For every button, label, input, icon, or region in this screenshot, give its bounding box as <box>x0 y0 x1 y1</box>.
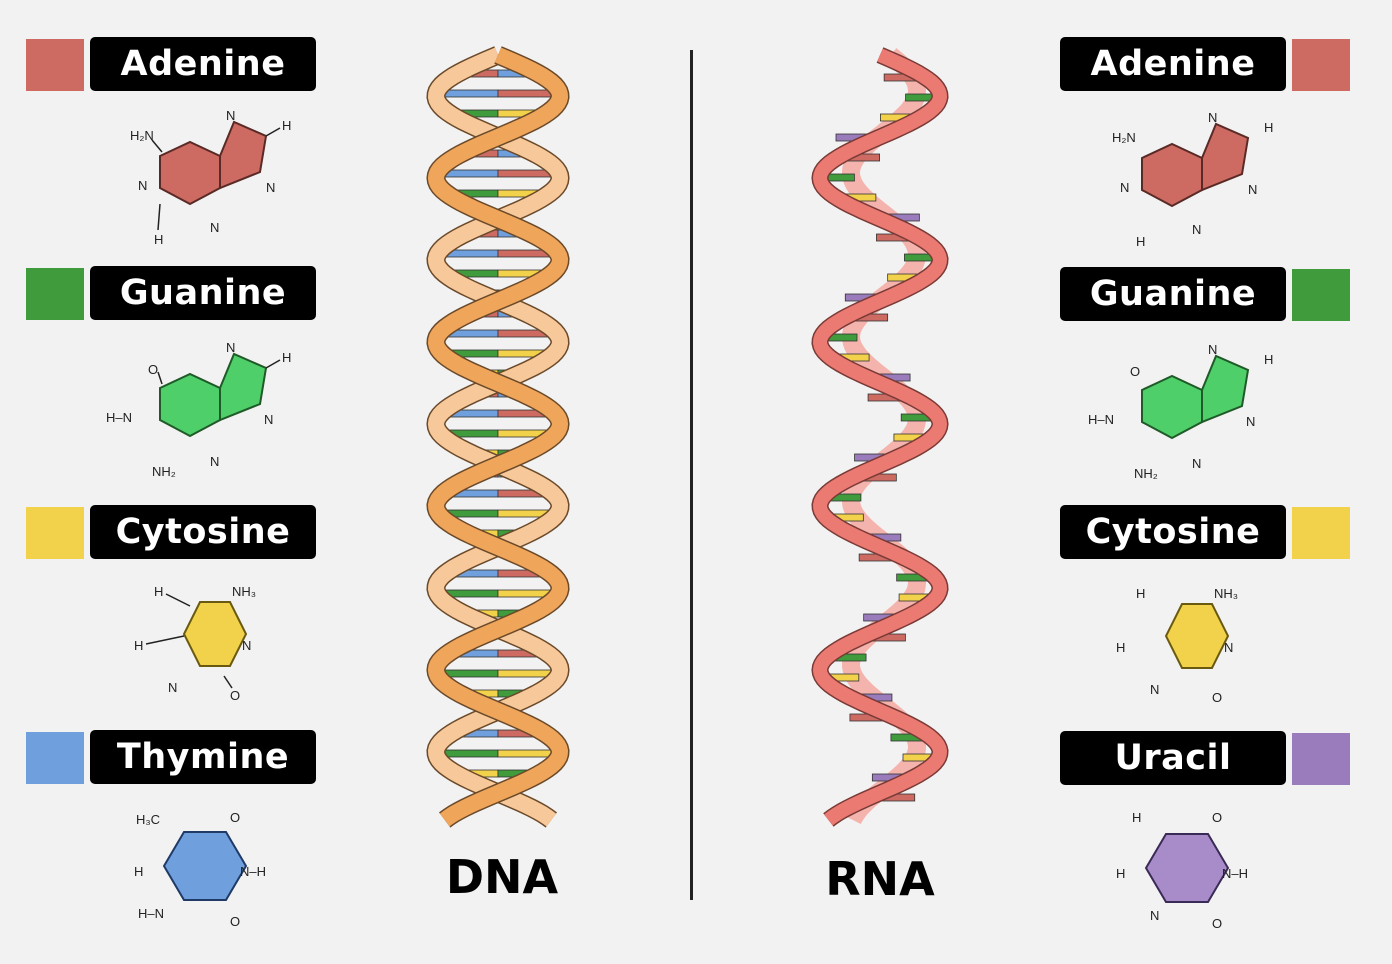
thymine-color-swatch <box>26 732 84 784</box>
atom-label: H <box>1116 640 1125 655</box>
atom-label: O <box>230 914 240 929</box>
atom-label: H₂N <box>130 128 154 143</box>
atom-label: H–N <box>1088 412 1114 427</box>
atom-label: N <box>1150 908 1159 923</box>
dna-cytosine-label: Cytosine <box>90 505 316 559</box>
rna-backbone-strand <box>812 48 948 826</box>
divider-line <box>690 50 693 900</box>
atom-label: H <box>154 232 163 247</box>
guanine-molecule-icon: O N H N H–N N NH₂ <box>106 340 291 479</box>
atom-label: N–H <box>240 864 266 879</box>
atom-label: H <box>282 350 291 365</box>
atom-label: O <box>1212 690 1222 705</box>
atom-label: H <box>282 118 291 133</box>
adenine-molecule-icon: H₂N N H N N N H <box>130 108 291 247</box>
atom-label: H <box>134 638 143 653</box>
rna-title: RNA <box>825 852 935 906</box>
atom-label: H <box>1136 586 1145 601</box>
atom-label: N <box>1208 110 1217 125</box>
guanine-color-swatch <box>26 268 84 320</box>
dna-base-pair <box>441 749 499 758</box>
atom-label: H <box>1116 866 1125 881</box>
atom-label: NH₂ <box>1134 466 1158 481</box>
atom-label: O <box>1130 364 1140 379</box>
rna-guanine-row: Guanine <box>1060 267 1352 323</box>
guanine-color-swatch <box>1292 269 1350 321</box>
atom-label: N <box>210 220 219 235</box>
atom-label: N <box>210 454 219 469</box>
atom-label: H <box>1132 810 1141 825</box>
dna-backbone-strand-back <box>427 47 569 827</box>
atom-label: NH₃ <box>232 584 256 599</box>
dna-adenine-row: Adenine <box>26 37 318 93</box>
dna-adenine-label: Adenine <box>90 37 316 91</box>
cytosine-color-swatch <box>1292 507 1350 559</box>
atom-label: NH₂ <box>152 464 176 479</box>
rna-guanine-label: Guanine <box>1060 267 1286 321</box>
atom-label: O <box>230 688 240 703</box>
atom-label: O <box>1212 810 1222 825</box>
guanine-molecule-icon: O N H N H–N N NH₂ <box>1088 342 1273 481</box>
rna-adenine-row: Adenine <box>1060 37 1352 93</box>
atom-label: H₂N <box>1112 130 1136 145</box>
uracil-molecule-icon: H O H N–H N O <box>1116 810 1248 931</box>
dna-thymine-label: Thymine <box>90 730 316 784</box>
atom-label: N <box>226 340 235 355</box>
atom-label: N <box>1248 182 1257 197</box>
rna-adenine-label: Adenine <box>1060 37 1286 91</box>
dna-base-pair <box>497 169 554 178</box>
dna-thymine-row: Thymine <box>26 730 318 786</box>
atom-label: H₃C <box>136 812 160 827</box>
atom-label: N <box>1246 414 1255 429</box>
atom-label: N <box>1120 180 1129 195</box>
dna-base-pair <box>442 89 499 98</box>
rna-cytosine-row: Cytosine <box>1060 505 1352 561</box>
dna-base-pair <box>442 169 499 178</box>
atom-label: N <box>242 638 251 653</box>
atom-label: N <box>168 680 177 695</box>
adenine-molecule-icon: H₂N N H N N N H <box>1112 110 1273 249</box>
atom-label: O <box>1212 916 1222 931</box>
cytosine-molecule-icon: H NH₃ H N N O <box>134 584 256 703</box>
dna-guanine-row: Guanine <box>26 266 318 322</box>
atom-label: N <box>1208 342 1217 357</box>
atom-label: H <box>1264 120 1273 135</box>
atom-label: N <box>1150 682 1159 697</box>
atom-label: N <box>1192 456 1201 471</box>
adenine-color-swatch <box>26 39 84 91</box>
atom-label: N–H <box>1222 866 1248 881</box>
atom-label: H–N <box>138 906 164 921</box>
dna-base-pair <box>497 669 554 678</box>
dna-base-pair <box>497 749 555 758</box>
rna-uracil-row: Uracil <box>1060 731 1352 787</box>
dna-cytosine-row: Cytosine <box>26 505 318 561</box>
atom-label: O <box>148 362 158 377</box>
atom-label: N <box>1192 222 1201 237</box>
atom-label: H <box>1136 234 1145 249</box>
dna-guanine-label: Guanine <box>90 266 316 320</box>
dna-base-pair <box>442 669 499 678</box>
atom-label: H <box>154 584 163 599</box>
dna-title: DNA <box>445 850 559 904</box>
atom-label: H–N <box>106 410 132 425</box>
atom-label: NH₃ <box>1214 586 1238 601</box>
rna-uracil-label: Uracil <box>1060 731 1286 785</box>
thymine-molecule-icon: H₃C O H N–H H–N O <box>134 810 266 929</box>
dna-backbone-strand-front <box>427 47 569 827</box>
atom-label: O <box>230 810 240 825</box>
cytosine-color-swatch <box>26 507 84 559</box>
cytosine-molecule-icon: H NH₃ H N N O <box>1116 586 1238 705</box>
atom-label: N <box>264 412 273 427</box>
adenine-color-swatch <box>1292 39 1350 91</box>
atom-label: N <box>226 108 235 123</box>
atom-label: N <box>1224 640 1233 655</box>
rna-cytosine-label: Cytosine <box>1060 505 1286 559</box>
atom-label: N <box>138 178 147 193</box>
atom-label: H <box>1264 352 1273 367</box>
dna-base-pair <box>497 89 554 98</box>
atom-label: H <box>134 864 143 879</box>
atom-label: N <box>266 180 275 195</box>
uracil-color-swatch <box>1292 733 1350 785</box>
